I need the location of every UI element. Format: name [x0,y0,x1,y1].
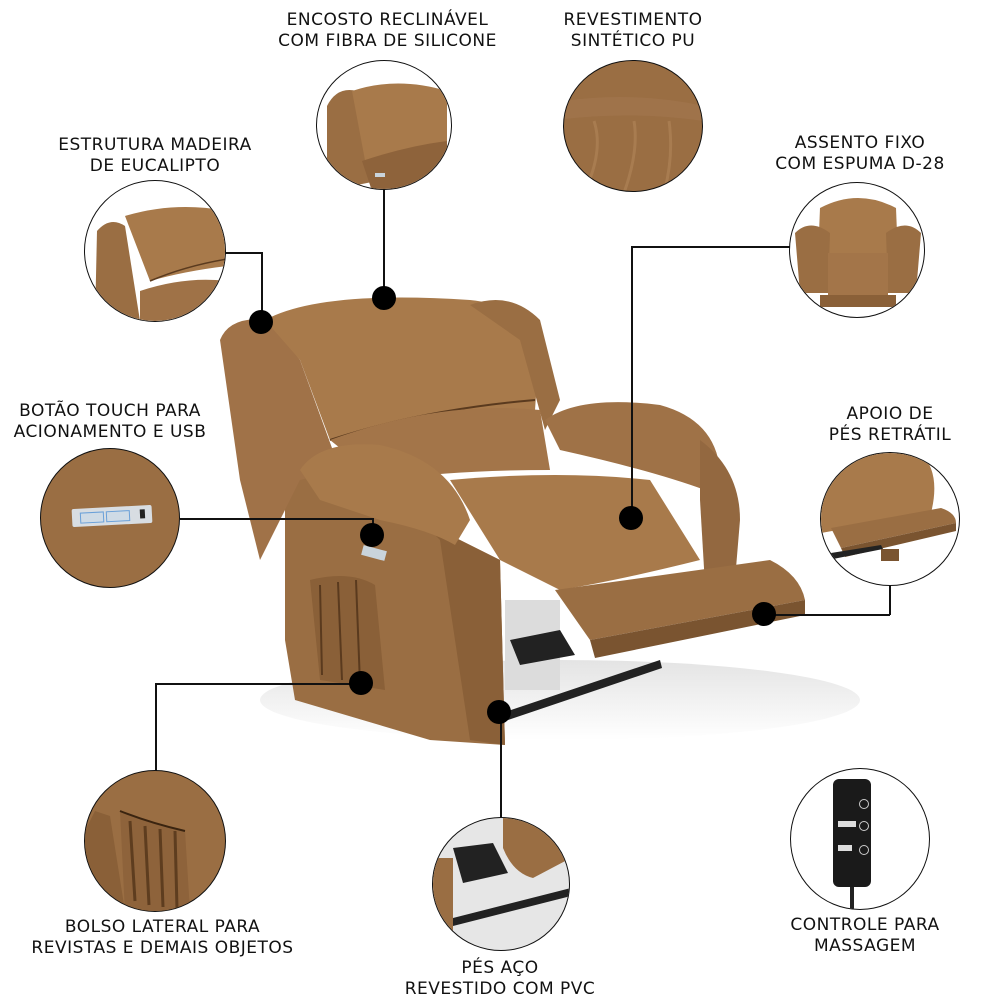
label-remote: Controle para massagem [790,915,940,956]
detail-seat-circle [789,182,925,318]
touch-button-1 [79,511,105,524]
label-seat: Assento fixo com espuma D-28 [775,133,945,174]
detail-structure-circle [84,180,226,322]
hotspot-feet[interactable] [487,700,511,724]
touch-button-2 [105,510,131,523]
remote-cable [850,887,854,909]
detail-coating-circle [563,60,703,192]
connector-touch-h [180,518,373,520]
detail-touch-circle [40,448,180,588]
connector-feet [500,712,502,820]
connector-pocket-v [155,683,157,771]
detail-feet-circle [432,817,570,951]
label-pocket: Bolso lateral para revistas e demais obj… [31,917,294,958]
label-backrest: Encosto reclinável com fibra de silicone [278,10,497,51]
connector-pocket-h [155,683,362,685]
connector-structure-h [224,252,262,254]
detail-footrest-circle [820,452,960,586]
connector-seat-h [631,246,791,248]
detail-backrest-circle [316,60,452,190]
hotspot-pocket[interactable] [349,671,373,695]
hotspot-touch[interactable] [360,523,384,547]
connector-backrest [383,188,385,298]
hotspot-seat[interactable] [619,506,643,530]
label-footrest: Apoio de pés retrátil [828,404,952,445]
hotspot-footrest[interactable] [752,602,776,626]
connector-structure-v [261,252,263,322]
remote-mode-icon [859,799,869,809]
connector-seat-v [631,246,633,518]
usb-port-icon [139,509,146,519]
remote-button-row-1 [838,821,856,827]
remote-timer-icon [859,845,869,855]
usb-panel [71,504,153,528]
detail-pocket-circle [84,770,226,912]
hotspot-structure[interactable] [249,310,273,334]
hotspot-backrest[interactable] [372,286,396,310]
connector-footrest-v [889,585,891,615]
label-feet: Pés aço revestido com PVC [404,958,596,999]
label-coating: Revestimento sintético PU [563,10,703,51]
connector-footrest-h [765,614,890,616]
remote-heat-icon [859,821,869,831]
label-structure: Estrutura madeira de eucalipto [58,135,252,176]
label-touch: Botão touch para acionamento e USB [13,401,207,442]
remote-control [833,779,871,887]
detail-remote-circle [790,768,930,910]
remote-button-row-2 [838,845,852,851]
